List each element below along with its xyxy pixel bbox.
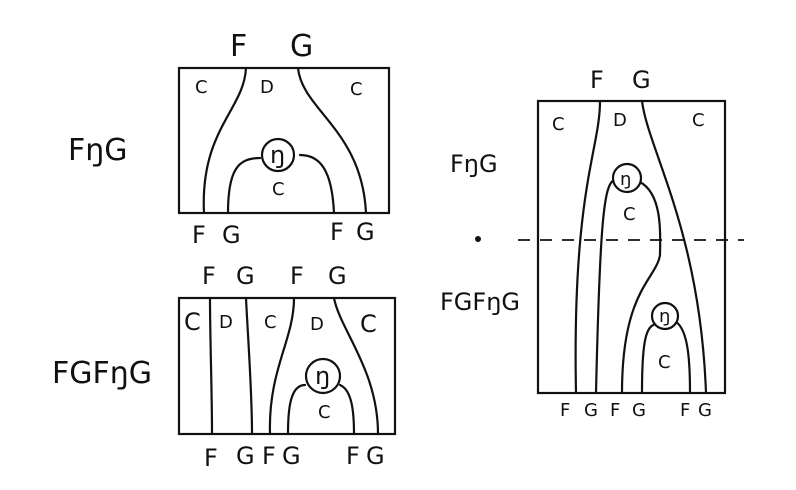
bottom-label-f1: F	[560, 400, 570, 421]
top-label-g: G	[290, 29, 313, 64]
region-c-inner-upper: C	[623, 204, 636, 225]
bottom-label-g3: G	[698, 400, 712, 421]
bottom-label-g1: G	[236, 442, 255, 470]
diagram-bottom-left: FGFŋG F G F G ŋ C D C D C C F G F G F G	[52, 262, 397, 472]
wire-f	[202, 66, 248, 215]
wire-f2	[268, 296, 296, 436]
wire-g1	[244, 296, 254, 436]
region-d: D	[260, 77, 274, 98]
diagram-top-left: FŋG F G ŋ C D C C F G F G	[68, 29, 391, 249]
bottom-label-g1: G	[222, 221, 241, 249]
frame-top-left	[177, 66, 391, 215]
region-d: D	[613, 110, 627, 131]
frame-right	[536, 99, 727, 395]
wire-inner-g	[286, 383, 307, 436]
region-c-right: C	[692, 110, 705, 131]
top-label-g: G	[632, 66, 651, 94]
bottom-label-f2: F	[262, 442, 276, 470]
side-label-top-left: FŋG	[68, 133, 128, 168]
wire-inner-f	[338, 383, 356, 436]
top-label-f1: F	[202, 262, 216, 290]
node-eta	[304, 357, 342, 395]
bottom-label-g2: G	[282, 442, 301, 470]
node-label-lower: ŋ	[659, 306, 670, 327]
wire-lower-inner-g	[640, 322, 658, 395]
top-label-f2: F	[290, 262, 304, 290]
bottom-label-f2: F	[610, 400, 620, 421]
node-eta	[260, 137, 296, 173]
node-label-upper: ŋ	[620, 169, 631, 190]
wire-lower-inner-f	[674, 320, 692, 395]
composition-dot	[475, 236, 481, 242]
bottom-label-f1: F	[204, 444, 218, 472]
wire-g-outer	[640, 99, 708, 395]
wire-g2	[332, 296, 380, 436]
bottom-label-g3: G	[366, 442, 385, 470]
node-label: ŋ	[315, 362, 330, 390]
bottom-label-g1: G	[584, 400, 598, 421]
side-label-bottom-left: FGFŋG	[52, 356, 152, 391]
node-eta-lower	[650, 301, 680, 331]
region-c-inner: C	[318, 402, 331, 423]
wire-f-outer	[574, 99, 602, 395]
node-eta-upper	[611, 162, 643, 194]
region-c-3: C	[360, 310, 377, 338]
region-d-2: D	[310, 314, 324, 335]
region-c-1: C	[184, 308, 201, 336]
bottom-label-f2: F	[330, 218, 344, 246]
bottom-label-f3: F	[346, 442, 360, 470]
region-c-2: C	[264, 312, 277, 333]
region-d-1: D	[219, 312, 233, 333]
region-c-left: C	[195, 77, 208, 98]
top-label-f: F	[230, 29, 247, 64]
wire-inner-g	[226, 156, 262, 215]
region-c-left: C	[552, 114, 565, 135]
bottom-label-f3: F	[680, 400, 690, 421]
region-c-inner-lower: C	[658, 352, 671, 373]
top-label-g2: G	[328, 262, 347, 290]
diagram-right: FŋG FGFŋG F G ŋ ŋ C D C C C F G F G F G	[440, 66, 744, 421]
bottom-label-g2: G	[632, 400, 646, 421]
side-label-upper: FŋG	[450, 150, 498, 178]
region-c-right: C	[350, 79, 363, 100]
side-label-lower: FGFŋG	[440, 288, 520, 316]
bottom-label-g2: G	[356, 218, 375, 246]
top-label-f: F	[590, 66, 604, 94]
wire-upper-inner-f	[620, 180, 662, 395]
top-label-g1: G	[236, 262, 255, 290]
bottom-label-f1: F	[192, 221, 206, 249]
wire-f1	[208, 296, 214, 436]
wire-upper-inner-g	[594, 178, 616, 395]
wire-inner-f	[298, 153, 336, 215]
wire-g	[296, 66, 368, 215]
region-c-inner: C	[272, 179, 285, 200]
node-label: ŋ	[270, 141, 285, 169]
